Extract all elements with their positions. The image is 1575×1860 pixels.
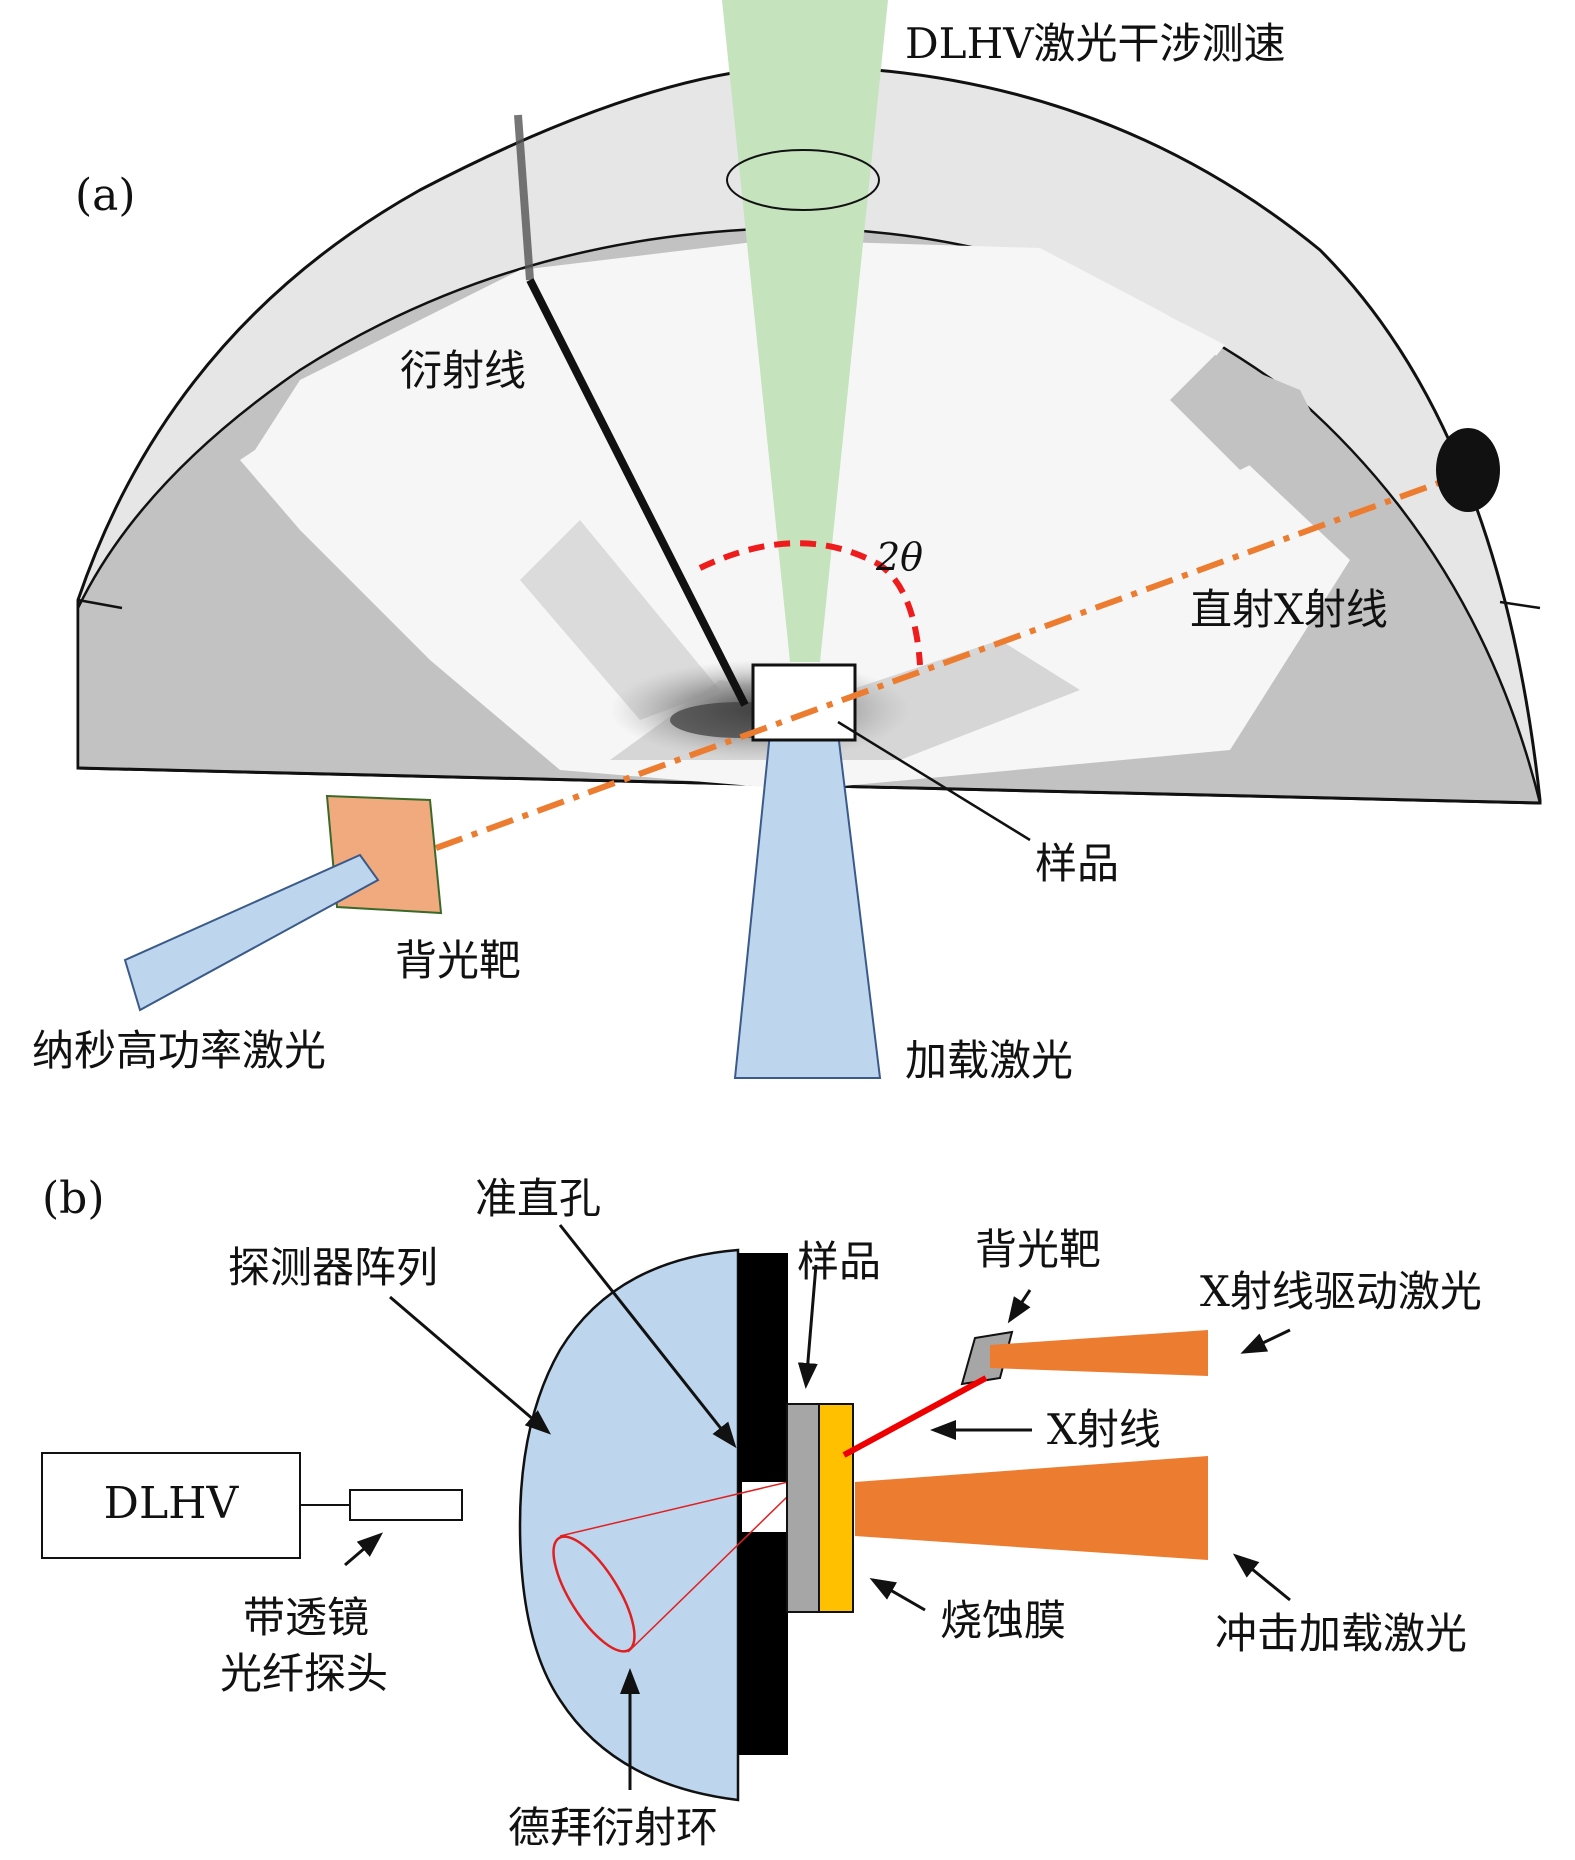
ablation-film-arrow: [869, 1578, 926, 1612]
dlhv-velocimetry-label: DLHV激光干涉测速: [905, 19, 1286, 68]
xray-beam: [842, 1375, 988, 1458]
debye-ring: [552, 1535, 636, 1653]
xray-drive-laser-label: X射线驱动激光: [1200, 1267, 1482, 1316]
fiber-probe-arrow: [344, 1532, 384, 1567]
dlhv-window-ring: [726, 149, 880, 211]
sample-b-arrow: [797, 1264, 818, 1389]
panel-a-label: (a): [75, 170, 136, 221]
debye-cone-upper: [559, 1481, 789, 1537]
detector-array-label: 探测器阵列: [228, 1243, 438, 1292]
shock-laser-label: 冲击加载激光: [1215, 1609, 1467, 1658]
chamber-right-ledge: [1499, 600, 1541, 610]
image-plate-gray-inset: [1170, 355, 1320, 470]
xray-drive-laser-beam: [990, 1330, 1208, 1376]
ns-laser-label: 纳秒高功率激光: [32, 1026, 326, 1075]
detector-array-arrow: [389, 1295, 552, 1435]
two-theta-label: 2θ: [875, 535, 923, 579]
debye-cone-lower: [627, 1495, 789, 1653]
fiber-probe-label-2: 光纤探头: [220, 1649, 388, 1698]
backlight-target-label-b: 背光靶: [975, 1225, 1101, 1274]
ns-laser-beam: [123, 853, 380, 1012]
diffraction-line-upper: [514, 114, 534, 281]
fiber-probe-label-1: 带透镜: [243, 1593, 369, 1642]
panel-b-label: (b): [42, 1173, 105, 1224]
sample-b: [786, 1403, 820, 1613]
collimator-arrow: [558, 1224, 737, 1449]
xray-drive-laser-arrow: [1240, 1328, 1291, 1354]
two-theta-arc: [698, 540, 923, 666]
dlhv-box: [41, 1452, 301, 1559]
chamber-left-ledge: [77, 598, 123, 610]
shock-loading-laser-beam: [855, 1456, 1208, 1560]
sample-label-a: 样品: [1035, 839, 1119, 888]
backlight-target-label-a: 背光靶: [395, 936, 521, 985]
beam-stop-spot: [1436, 428, 1500, 512]
debye-ring-label: 德拜衍射环: [508, 1803, 718, 1852]
collimator-hole: [742, 1482, 786, 1532]
xray-label: X射线: [1047, 1405, 1161, 1454]
sample-label-b: 样品: [797, 1237, 881, 1286]
dlhv-beam: [722, 0, 888, 662]
diffraction-line: [526, 278, 749, 707]
ablation-film-label: 烧蚀膜: [940, 1596, 1066, 1645]
shock-laser-arrow: [1232, 1553, 1291, 1602]
direct-xray-beam: [434, 474, 1457, 851]
direct-xray-label: 直射X射线: [1190, 585, 1388, 634]
loading-laser-label: 加载激光: [905, 1036, 1073, 1085]
detector-array: [518, 1248, 740, 1802]
sample-a: [751, 663, 857, 742]
ablation-film: [818, 1403, 854, 1613]
sample-leader-a: [837, 720, 1031, 842]
backlight-target-b-arrow: [1007, 1289, 1032, 1324]
fiber-probe: [349, 1489, 463, 1521]
panel-a: (a) DLHV激光干涉测速 衍射线 2θ 直射X射线 样品 背光靶 纳秒高功率…: [32, 0, 1542, 1085]
collimator-label: 准直孔: [475, 1174, 601, 1223]
diffraction-line-label: 衍射线: [400, 346, 526, 395]
panel-b: (b) DLHV: [41, 1173, 1482, 1852]
dlhv-box-label: DLHV: [104, 1478, 240, 1529]
diffuse-streaks-left: [520, 520, 720, 720]
